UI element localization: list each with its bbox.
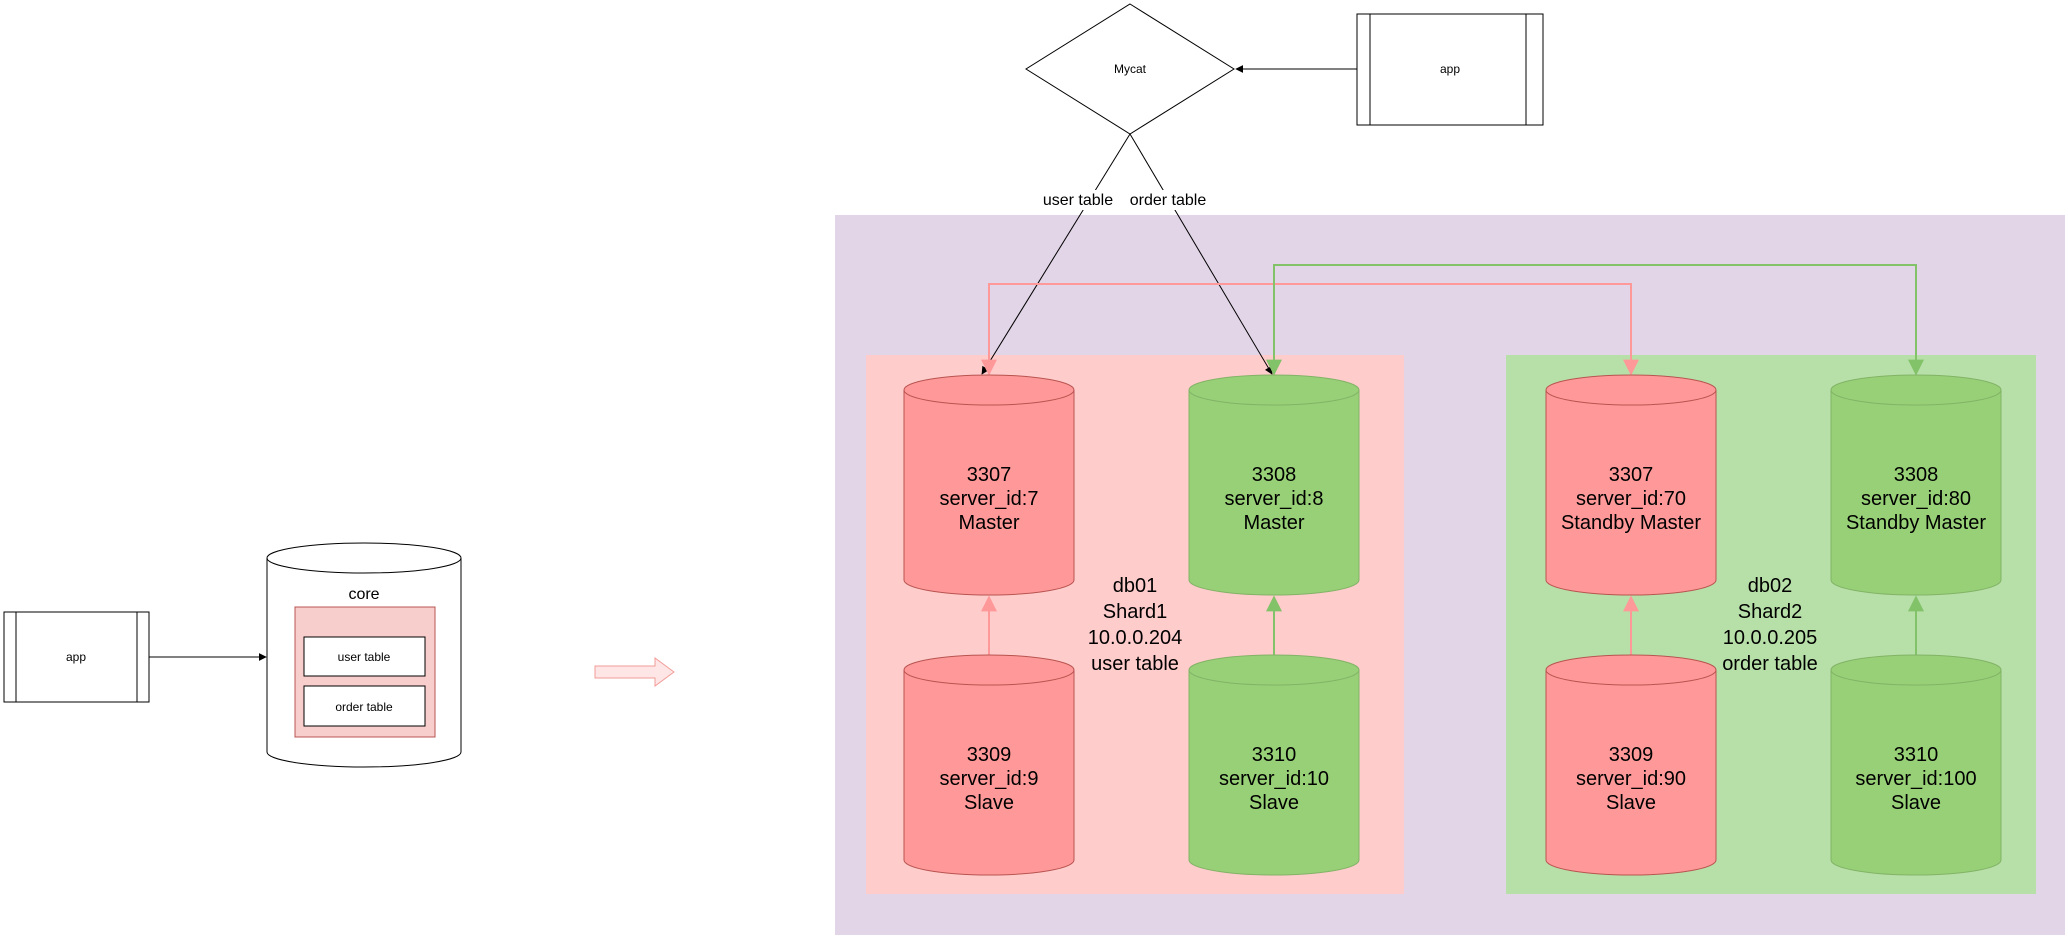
db-label-line: 3308 xyxy=(1894,464,1939,486)
db-body xyxy=(1830,390,2002,596)
db-label-line: 3308 xyxy=(1252,464,1297,486)
db-top xyxy=(1545,654,1717,686)
db-label-line: Master xyxy=(958,512,1019,534)
green-master-standby-link xyxy=(1266,264,1924,376)
user-table-edge-label-bg xyxy=(1040,190,1116,210)
right-app-process: app xyxy=(1356,13,1544,126)
db-body xyxy=(903,670,1075,876)
db-label-line: Slave xyxy=(964,792,1014,814)
db-label-line: server_id:100 xyxy=(1855,768,1976,790)
shard1-ip: 10.0.0.204 xyxy=(1088,627,1183,649)
db-label-line: Standby Master xyxy=(1846,512,1986,534)
db-label-line: Slave xyxy=(1606,792,1656,814)
db-label-line: server_id:8 xyxy=(1225,488,1324,510)
shard2-table: order table xyxy=(1722,653,1818,675)
db-top xyxy=(903,654,1075,686)
order-table-label: order table xyxy=(335,700,393,714)
db-body xyxy=(1830,670,2002,876)
order-table-edge-label-bg xyxy=(1127,190,1209,210)
db-label-line: 3310 xyxy=(1252,744,1297,766)
db-label-line: server_id:7 xyxy=(940,488,1039,510)
db-label-line: 3309 xyxy=(967,744,1012,766)
db-label-line: server_id:70 xyxy=(1576,488,1686,510)
db-top xyxy=(1830,374,2002,406)
db-label-line: 3307 xyxy=(967,464,1012,486)
db-label-line: server_id:90 xyxy=(1576,768,1686,790)
shard2-name: db02 xyxy=(1748,575,1793,597)
db-label-line: server_id:10 xyxy=(1219,768,1329,790)
db-top xyxy=(1830,654,2002,686)
mycat-label: Mycat xyxy=(1114,62,1147,76)
shard1-id: Shard1 xyxy=(1103,601,1168,623)
arrow-right-icon xyxy=(594,657,675,687)
shard1-name: db01 xyxy=(1113,575,1158,597)
shard1-label: db01 Shard1 10.0.0.204 user table xyxy=(1088,575,1183,675)
db-body xyxy=(1545,390,1717,596)
db-label-line: server_id:80 xyxy=(1861,488,1971,510)
db-label-line: server_id:9 xyxy=(940,768,1039,790)
mycat-node: Mycat xyxy=(1025,3,1235,135)
db-body xyxy=(903,390,1075,596)
db-label-line: Standby Master xyxy=(1561,512,1701,534)
left-app-label: app xyxy=(66,650,86,664)
mycat-to-3307-edge xyxy=(981,133,1131,375)
db-top xyxy=(1188,654,1360,686)
db-body xyxy=(1545,670,1717,876)
order-table-edge-label: order table xyxy=(1130,192,1207,209)
shard2-label: db02 Shard2 10.0.0.205 order table xyxy=(1722,575,1818,675)
shard2-ip: 10.0.0.205 xyxy=(1723,627,1818,649)
red-master-standby-link xyxy=(981,283,1639,376)
db-label-line: 3310 xyxy=(1894,744,1939,766)
db-top xyxy=(1188,374,1360,406)
mycat-to-3308-edge xyxy=(1129,133,1273,375)
order-table-box xyxy=(303,685,426,727)
db-body xyxy=(1188,390,1360,596)
db-label-line: 3307 xyxy=(1609,464,1654,486)
db-top xyxy=(1545,374,1717,406)
user-table-edge-label: user table xyxy=(1043,192,1113,209)
db-label-line: Slave xyxy=(1891,792,1941,814)
db-label-line: 3309 xyxy=(1609,744,1654,766)
db-top xyxy=(903,374,1075,406)
left-app-process: app xyxy=(3,611,150,703)
db-body xyxy=(1188,670,1360,876)
user-table-box xyxy=(303,636,426,677)
database-instances: 3307server_id:7Master3308server_id:8Mast… xyxy=(903,374,2002,876)
shard1-table: user table xyxy=(1091,653,1179,675)
user-table-label: user table xyxy=(338,650,391,664)
db-label-line: Slave xyxy=(1249,792,1299,814)
db-label-line: Master xyxy=(1243,512,1304,534)
right-app-label: app xyxy=(1440,62,1460,76)
core-database: core user table order table xyxy=(266,542,462,768)
core-label: core xyxy=(348,586,379,603)
shard2-id: Shard2 xyxy=(1738,601,1803,623)
